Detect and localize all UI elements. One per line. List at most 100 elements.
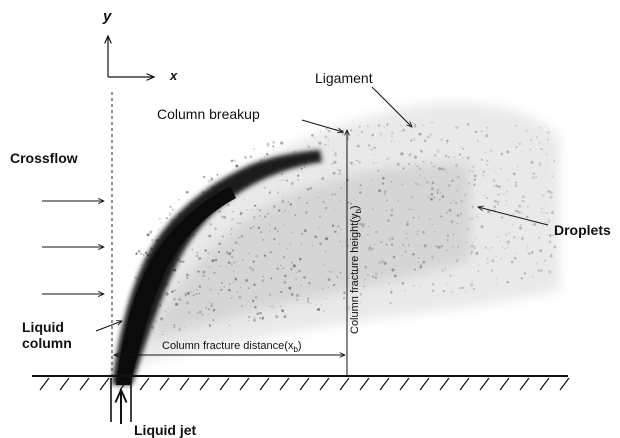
droplet bbox=[204, 249, 207, 252]
droplet bbox=[388, 237, 392, 240]
droplet bbox=[549, 234, 552, 237]
droplet bbox=[270, 277, 273, 280]
droplet bbox=[545, 127, 547, 129]
droplet bbox=[218, 251, 220, 253]
droplet bbox=[427, 196, 430, 199]
droplet bbox=[407, 244, 410, 247]
droplet bbox=[448, 184, 451, 187]
droplet bbox=[496, 277, 498, 280]
droplet bbox=[412, 252, 415, 256]
droplet bbox=[334, 230, 337, 234]
droplet bbox=[208, 301, 210, 304]
droplet bbox=[215, 255, 217, 257]
droplet bbox=[446, 239, 449, 242]
droplet bbox=[371, 133, 375, 137]
droplet bbox=[331, 270, 334, 273]
droplet bbox=[218, 210, 221, 213]
ligament-pointer bbox=[371, 86, 412, 127]
droplet bbox=[293, 150, 296, 153]
droplet bbox=[315, 303, 317, 305]
droplet bbox=[325, 127, 328, 130]
droplet bbox=[380, 241, 383, 244]
hatch-mark bbox=[479, 377, 490, 391]
droplet bbox=[397, 200, 399, 202]
droplet bbox=[419, 264, 422, 267]
spray-plume bbox=[110, 103, 560, 380]
droplet bbox=[276, 267, 279, 270]
droplet bbox=[440, 215, 443, 218]
droplet bbox=[288, 286, 292, 290]
droplet bbox=[228, 252, 232, 256]
droplet bbox=[538, 141, 541, 144]
droplet bbox=[433, 196, 436, 199]
droplet bbox=[447, 155, 450, 159]
droplet bbox=[137, 249, 141, 253]
droplet bbox=[178, 298, 182, 302]
droplet bbox=[540, 207, 543, 210]
droplet bbox=[521, 195, 525, 199]
droplet bbox=[525, 215, 529, 219]
droplet bbox=[212, 319, 215, 322]
droplet bbox=[505, 241, 507, 243]
droplet bbox=[263, 254, 266, 257]
droplet bbox=[369, 243, 371, 246]
droplet bbox=[389, 240, 391, 242]
hatch-mark bbox=[539, 377, 550, 391]
droplet bbox=[367, 191, 370, 193]
droplet bbox=[209, 288, 212, 291]
droplet bbox=[324, 135, 328, 139]
droplet bbox=[540, 269, 544, 272]
droplet bbox=[314, 137, 316, 139]
droplet bbox=[198, 292, 200, 295]
droplet bbox=[477, 140, 479, 142]
droplet bbox=[217, 292, 220, 294]
droplet bbox=[254, 306, 257, 309]
droplet bbox=[516, 165, 519, 168]
hatch-mark bbox=[139, 377, 150, 391]
droplet bbox=[519, 223, 522, 226]
droplet bbox=[207, 252, 209, 255]
droplet bbox=[455, 202, 458, 205]
droplet bbox=[232, 210, 234, 213]
droplet bbox=[273, 306, 276, 309]
droplet bbox=[294, 214, 297, 217]
droplet bbox=[371, 179, 373, 182]
droplet bbox=[473, 174, 477, 178]
droplet bbox=[517, 210, 521, 214]
droplet bbox=[155, 319, 157, 322]
droplet bbox=[440, 167, 444, 171]
droplet bbox=[417, 257, 420, 259]
droplet bbox=[500, 152, 504, 155]
droplet bbox=[430, 197, 433, 201]
droplets-pointer bbox=[478, 207, 549, 226]
droplet bbox=[358, 125, 361, 128]
droplet bbox=[470, 283, 474, 287]
droplet bbox=[286, 248, 288, 250]
droplet bbox=[336, 168, 338, 171]
droplet bbox=[548, 222, 550, 224]
droplet bbox=[254, 204, 257, 207]
droplet bbox=[249, 155, 253, 159]
droplet bbox=[405, 232, 408, 235]
droplet bbox=[375, 244, 377, 246]
droplet bbox=[507, 179, 509, 181]
droplet bbox=[310, 302, 312, 305]
droplet bbox=[391, 237, 394, 240]
droplet bbox=[452, 200, 455, 202]
droplet bbox=[418, 132, 422, 136]
droplet bbox=[486, 197, 489, 199]
droplet bbox=[179, 260, 182, 263]
droplet bbox=[230, 262, 234, 266]
droplet bbox=[451, 179, 454, 182]
droplet bbox=[359, 184, 362, 187]
droplet bbox=[253, 216, 256, 219]
droplet bbox=[271, 305, 273, 307]
droplet bbox=[142, 253, 145, 256]
droplet bbox=[198, 310, 202, 314]
droplet bbox=[423, 244, 427, 248]
droplet bbox=[523, 272, 527, 275]
droplet bbox=[528, 252, 531, 256]
droplet bbox=[466, 241, 468, 244]
droplet bbox=[187, 310, 191, 315]
droplet bbox=[432, 164, 436, 168]
